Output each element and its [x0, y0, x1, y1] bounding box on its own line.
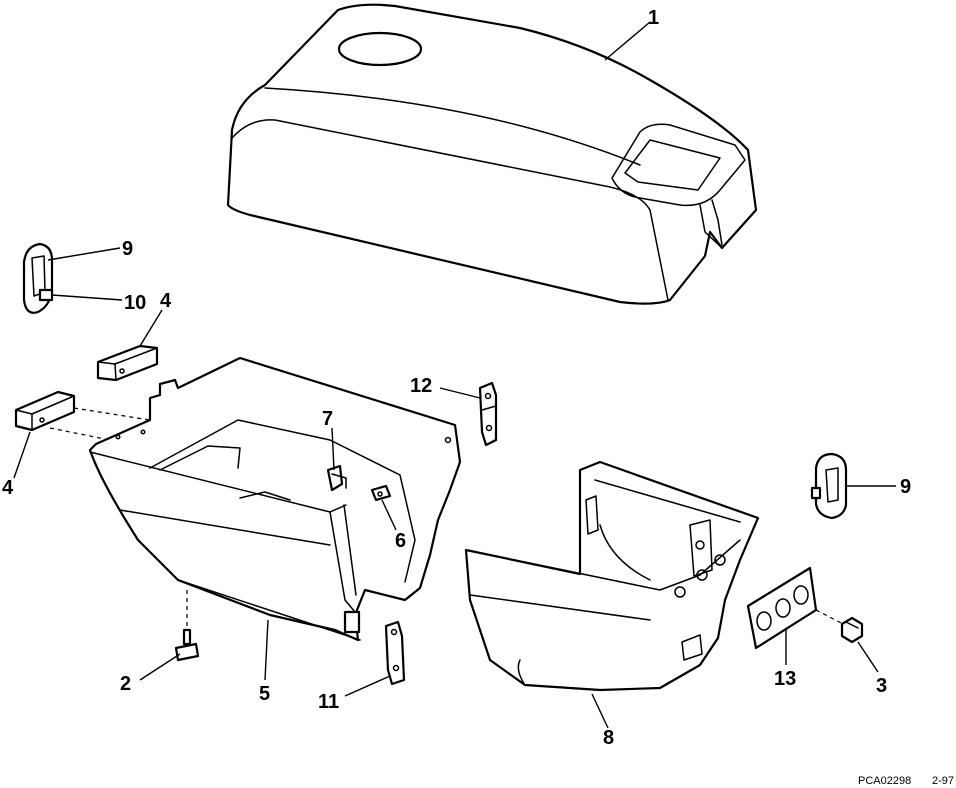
callout-13: 13 — [774, 668, 796, 690]
callout-7: 7 — [322, 408, 333, 430]
rubber-block-upper — [96, 344, 159, 382]
leader-9-left — [47, 247, 121, 261]
callout-9-right: 9 — [900, 476, 911, 498]
figure-date: 2-97 — [932, 775, 954, 787]
alignment-dash-block-upper — [49, 427, 111, 441]
leader-2 — [139, 653, 181, 681]
callout-10: 10 — [124, 292, 146, 314]
callout-5: 5 — [259, 683, 270, 705]
leader-7 — [331, 427, 335, 471]
callout-4-upper: 4 — [160, 290, 172, 312]
lower-right-pan-part — [464, 460, 760, 692]
bolt-part-2 — [174, 590, 200, 662]
callout-8: 8 — [603, 727, 614, 749]
leader-1 — [604, 21, 651, 61]
latch-right-part — [810, 452, 848, 520]
alignment-dash-plate-to-plug — [815, 609, 846, 626]
leader-11 — [344, 675, 391, 697]
leader-4-lower — [13, 431, 31, 479]
leader-4-upper — [139, 309, 163, 347]
leader-8 — [591, 693, 609, 729]
callout-1: 1 — [648, 7, 659, 29]
top-cover-part — [226, 3, 758, 305]
callout-12: 12 — [410, 375, 432, 397]
callout-4-lower: 4 — [2, 477, 14, 499]
lower-left-pan-part — [88, 356, 462, 642]
callout-6: 6 — [395, 530, 406, 552]
screw-part-6 — [370, 484, 392, 502]
figure-code: PCA02298 — [858, 775, 911, 787]
callout-11: 11 — [318, 691, 339, 713]
latch-left-part — [22, 242, 54, 314]
leader-6 — [381, 499, 397, 531]
bracket-part-11 — [384, 620, 406, 686]
grommet-plate-part — [746, 566, 818, 650]
clip-part-7 — [326, 464, 347, 492]
plug-part-3 — [840, 616, 864, 644]
leader-10 — [51, 294, 123, 301]
leader-12 — [439, 387, 481, 399]
callout-2: 2 — [120, 673, 131, 695]
leader-3 — [857, 641, 879, 673]
callout-9-left: 9 — [122, 238, 133, 260]
callout-3: 3 — [876, 675, 887, 697]
leader-5 — [264, 619, 269, 681]
alignment-dash-block-lower — [73, 407, 151, 421]
rubber-block-lower — [14, 390, 76, 432]
bracket-part-12 — [478, 381, 498, 447]
